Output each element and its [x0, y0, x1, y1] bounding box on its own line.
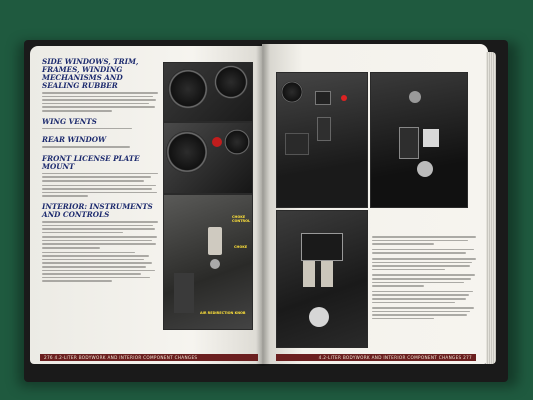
photo-heater-panel	[370, 72, 468, 208]
label-choke: CHOKE	[234, 245, 248, 249]
heading-interior-instruments: INTERIOR: INSTRUMENTS AND CONTROLS	[42, 201, 153, 219]
right-captions	[372, 236, 476, 321]
photo-heater-control	[276, 210, 368, 348]
left-text-column: SIDE WINDOWS, TRIM, FRAMES, WINDING MECH…	[42, 58, 158, 284]
heading-wing-vents: WING VENTS	[42, 116, 97, 126]
label-air-redirection: AIR REDIRECTION KNOB	[200, 311, 246, 315]
heading-side-windows: SIDE WINDOWS, TRIM, FRAMES, WINDING MECH…	[42, 57, 139, 90]
heading-front-license-plate: FRONT LICENSE PLATE MOUNT	[42, 153, 140, 171]
book-gutter	[256, 44, 270, 366]
right-footer: 4.2-LITER BODYWORK AND INTERIOR COMPONEN…	[276, 354, 476, 361]
page-edges	[486, 52, 496, 364]
photo-choke-control: CHOKE CONTROL CHOKE AIR REDIRECTION KNOB	[163, 194, 253, 330]
photo-gauges-middle	[163, 122, 253, 194]
label-choke-control: CHOKE CONTROL	[232, 215, 251, 223]
photo-dash-switches	[276, 72, 368, 208]
heading-rear-window: REAR WINDOW	[42, 135, 107, 145]
left-footer: 276 4.2-LITER BODYWORK AND INTERIOR COMP…	[40, 354, 258, 361]
photo-gauges-top	[163, 62, 253, 122]
